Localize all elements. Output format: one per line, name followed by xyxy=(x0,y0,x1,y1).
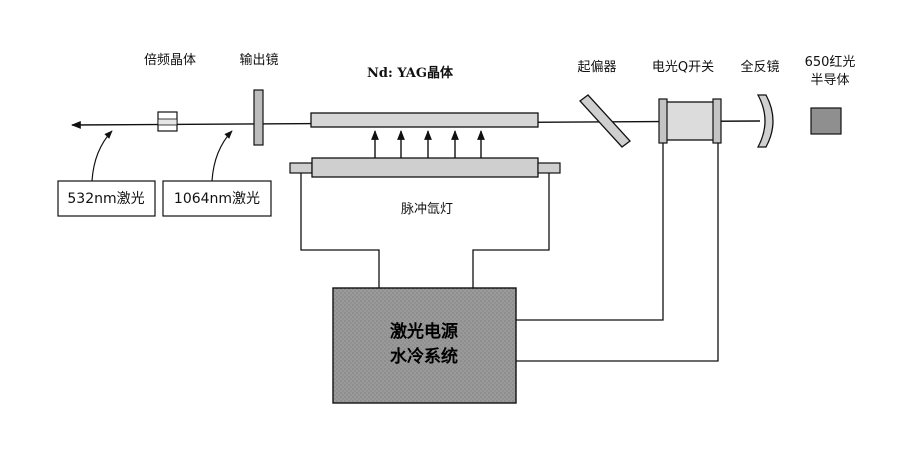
pointer-1064 xyxy=(211,130,233,182)
semiconductor-650 xyxy=(810,107,842,135)
power-supply-box xyxy=(332,287,517,404)
pointer-532 xyxy=(91,130,113,182)
wire-qswitch-a xyxy=(516,143,664,321)
total-reflection-mirror xyxy=(756,94,774,148)
output-mirror-label: 输出镜 xyxy=(239,52,278,68)
eo-q-switch-label: 电光Q开关 xyxy=(652,60,714,75)
doubling-crystal xyxy=(157,111,178,132)
semiconductor-label-2: 半导体 xyxy=(810,73,849,88)
pulse-xenon-lamp xyxy=(289,157,561,178)
laser-532-box xyxy=(57,180,156,217)
power-supply-label-1: 激光电源 xyxy=(390,321,458,342)
wire-qswitch-b xyxy=(516,143,719,362)
polarizer xyxy=(579,94,631,148)
wire-lamp-left xyxy=(300,173,380,288)
total-reflection-mirror-label: 全反镜 xyxy=(740,59,779,75)
power-supply-label-2: 水冷系统 xyxy=(390,346,458,367)
wire-lamp-right xyxy=(472,173,550,288)
laser-532-label: 532nm激光 xyxy=(67,190,144,207)
polarizer-label: 起偏器 xyxy=(577,60,616,75)
pump-arrows xyxy=(371,130,485,158)
doubling-crystal-label: 倍频晶体 xyxy=(144,53,196,68)
nd-yag-rod xyxy=(310,112,539,128)
laser-1064-label: 1064nm激光 xyxy=(174,190,260,207)
eo-q-switch xyxy=(658,98,722,144)
semiconductor-label-1: 650红光 xyxy=(805,54,856,70)
pulse-xenon-lamp-label: 脉冲氙灯 xyxy=(401,202,453,217)
laser-1064-box xyxy=(162,180,272,217)
output-mirror xyxy=(253,89,264,146)
nd-yag-label: Nd: YAG晶体 xyxy=(367,65,454,81)
